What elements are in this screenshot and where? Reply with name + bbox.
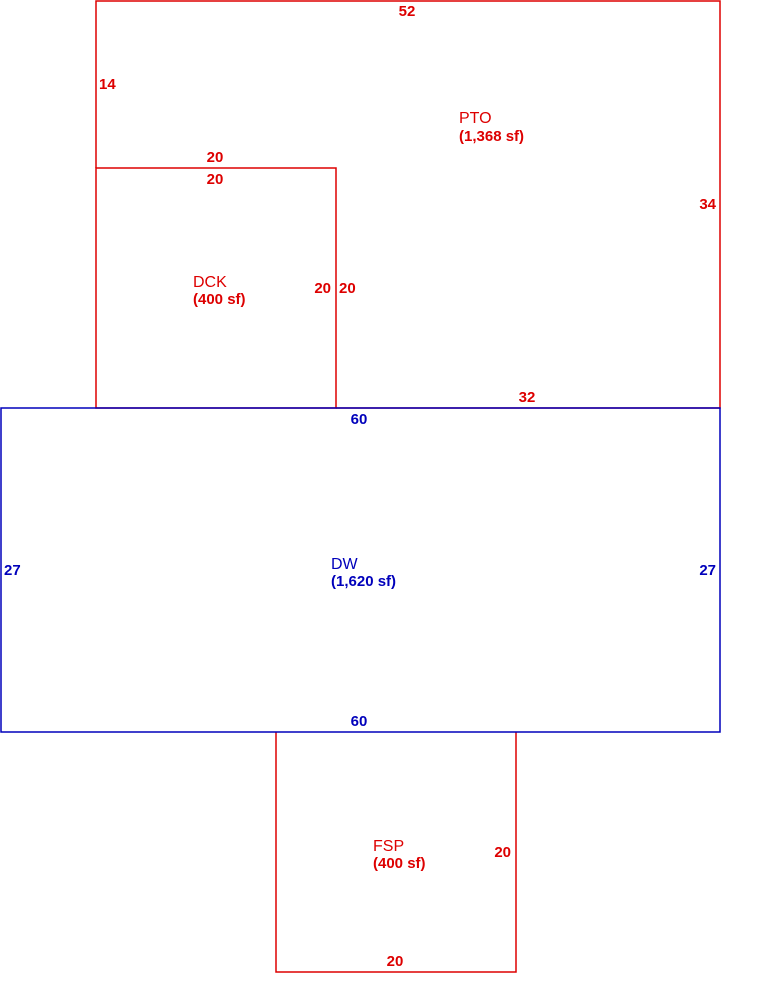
fsp-outline <box>275 732 517 973</box>
dck-dim-right-inner: 20 <box>314 280 331 297</box>
dw-outline <box>0 407 721 733</box>
dck-dim-top-inner: 20 <box>207 171 224 188</box>
dw-dim-top: 60 <box>351 411 368 428</box>
dck-area: 20 20 20 20 DCK (400 sf) <box>95 149 356 409</box>
dw-area: 60 27 27 60 DW (1,620 sf) <box>0 407 721 733</box>
dw-name: DW <box>331 556 359 573</box>
dck-area-size: (400 sf) <box>193 291 246 308</box>
pto-dim-top: 52 <box>399 3 416 20</box>
dck-dim-top-outer: 20 <box>207 149 224 166</box>
pto-dim-bottom: 32 <box>519 389 536 406</box>
dw-area-size: (1,620 sf) <box>331 573 396 590</box>
dw-dim-right: 27 <box>699 562 716 579</box>
dck-dim-right-outer: 20 <box>339 280 356 297</box>
fsp-dim-right: 20 <box>494 844 511 861</box>
fsp-dim-bottom: 20 <box>387 953 404 970</box>
fsp-area: 20 20 FSP (400 sf) <box>275 732 517 973</box>
pto-area: 52 14 34 32 PTO (1,368 sf) <box>95 0 721 409</box>
pto-dim-right: 34 <box>699 196 716 213</box>
pto-dim-left: 14 <box>99 76 116 93</box>
pto-outline <box>95 0 721 409</box>
fsp-area-size: (400 sf) <box>373 855 426 872</box>
fsp-name: FSP <box>373 838 404 855</box>
dck-name: DCK <box>193 274 227 291</box>
dw-dim-left: 27 <box>4 562 21 579</box>
pto-name: PTO <box>459 110 492 127</box>
pto-area-size: (1,368 sf) <box>459 128 524 145</box>
dw-dim-bottom: 60 <box>351 713 368 730</box>
